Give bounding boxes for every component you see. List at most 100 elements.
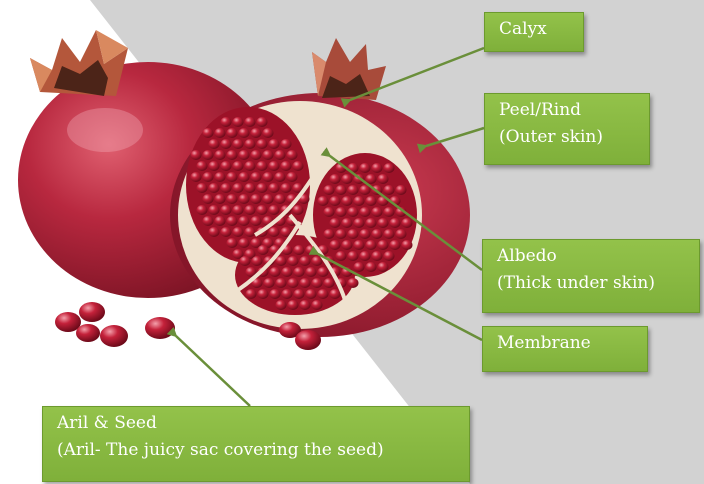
aril-seed <box>227 238 238 248</box>
aril-seed <box>396 229 407 239</box>
aril-seed <box>209 183 220 193</box>
aril-seed <box>276 256 287 266</box>
peel-label-line1: Peel/Rind <box>499 97 635 124</box>
aril-seed <box>281 161 292 171</box>
aril-seed <box>209 139 220 149</box>
aril-seed <box>270 267 281 277</box>
aril-seed <box>245 161 256 171</box>
aril-seed <box>215 128 226 138</box>
aril-seed <box>402 218 413 228</box>
aril-seed <box>221 205 232 215</box>
aril-seed <box>221 161 232 171</box>
aril-seed <box>240 256 251 266</box>
aril-seed <box>366 218 377 228</box>
aril-seed <box>330 196 341 206</box>
aril-seed <box>336 185 347 195</box>
aril-seed <box>348 251 359 261</box>
aril-seed <box>233 205 244 215</box>
aril-seed <box>233 139 244 149</box>
aril-seed <box>257 139 268 149</box>
aril-seed <box>276 300 287 310</box>
aril-seed <box>209 227 220 237</box>
peel-label: Peel/Rind (Outer skin) <box>484 93 650 165</box>
aril-seed <box>269 161 280 171</box>
aril-seed <box>360 163 371 173</box>
aril-seed <box>275 150 286 160</box>
aril-seed <box>306 267 317 277</box>
aril-seed <box>378 174 389 184</box>
aril-seed <box>324 185 335 195</box>
aril-seed <box>293 161 304 171</box>
aril-seed <box>324 278 335 288</box>
aril-seed <box>215 172 226 182</box>
aril-seed <box>197 161 208 171</box>
aril-seed <box>251 172 262 182</box>
aril-seed <box>264 278 275 288</box>
aril-seed <box>318 267 329 277</box>
aril-seed <box>203 216 214 226</box>
aril-seed <box>330 174 341 184</box>
aril-seed <box>203 128 214 138</box>
aril-seed <box>300 256 311 266</box>
aril-seed <box>227 172 238 182</box>
aril-seed <box>354 240 365 250</box>
aril-seed <box>384 185 395 195</box>
aril-seed <box>263 194 274 204</box>
aril-seed <box>258 289 269 299</box>
aril-label-line2: (Aril- The juicy sac covering the seed) <box>57 437 455 464</box>
aril-seed <box>372 229 383 239</box>
aril-seed <box>366 240 377 250</box>
aril-seed <box>239 216 250 226</box>
aril-seed <box>318 196 329 206</box>
aril-seed <box>384 251 395 261</box>
aril-seed <box>251 194 262 204</box>
aril-seed <box>239 150 250 160</box>
aril-seed <box>360 229 371 239</box>
aril-seed <box>378 262 389 272</box>
aril-seed <box>239 128 250 138</box>
aril-seed <box>384 207 395 217</box>
aril-seed <box>354 218 365 228</box>
aril-seed <box>360 207 371 217</box>
calyx-label: Calyx <box>484 12 584 52</box>
aril-seed <box>221 139 232 149</box>
aril-seed <box>282 289 293 299</box>
aril-seed <box>221 117 232 127</box>
aril-seed <box>372 163 383 173</box>
aril-label: Aril & Seed (Aril- The juicy sac coverin… <box>42 406 470 482</box>
aril-seed <box>366 196 377 206</box>
aril-arrow <box>176 336 250 406</box>
aril-seed <box>348 207 359 217</box>
aril-seed <box>275 194 286 204</box>
aril-seed <box>336 251 347 261</box>
aril-seed <box>354 196 365 206</box>
aril-seed <box>197 183 208 193</box>
aril-seed <box>245 205 256 215</box>
aril-seed <box>306 289 317 299</box>
aril-seed <box>252 256 263 266</box>
aril-seed <box>246 289 257 299</box>
aril-seed <box>396 185 407 195</box>
aril-seed <box>342 240 353 250</box>
aril-seed <box>288 300 299 310</box>
aril-seed <box>257 161 268 171</box>
aril-seed <box>293 205 304 215</box>
aril-seed <box>281 139 292 149</box>
aril-seed <box>384 163 395 173</box>
membrane-label: Membrane <box>482 326 648 372</box>
aril-seed <box>287 172 298 182</box>
aril-seed <box>276 278 287 288</box>
aril-label-line1: Aril & Seed <box>57 410 455 437</box>
aril-seed <box>390 240 401 250</box>
aril-seed <box>312 278 323 288</box>
aril-seed <box>312 300 323 310</box>
aril-seed <box>257 117 268 127</box>
aril-seed <box>372 207 383 217</box>
aril-seed <box>257 183 268 193</box>
aril-seed <box>215 216 226 226</box>
aril-seed <box>366 262 377 272</box>
aril-seed <box>324 207 335 217</box>
aril-seed <box>227 128 238 138</box>
aril-seed <box>294 245 305 255</box>
membrane-label-text: Membrane <box>497 330 633 357</box>
